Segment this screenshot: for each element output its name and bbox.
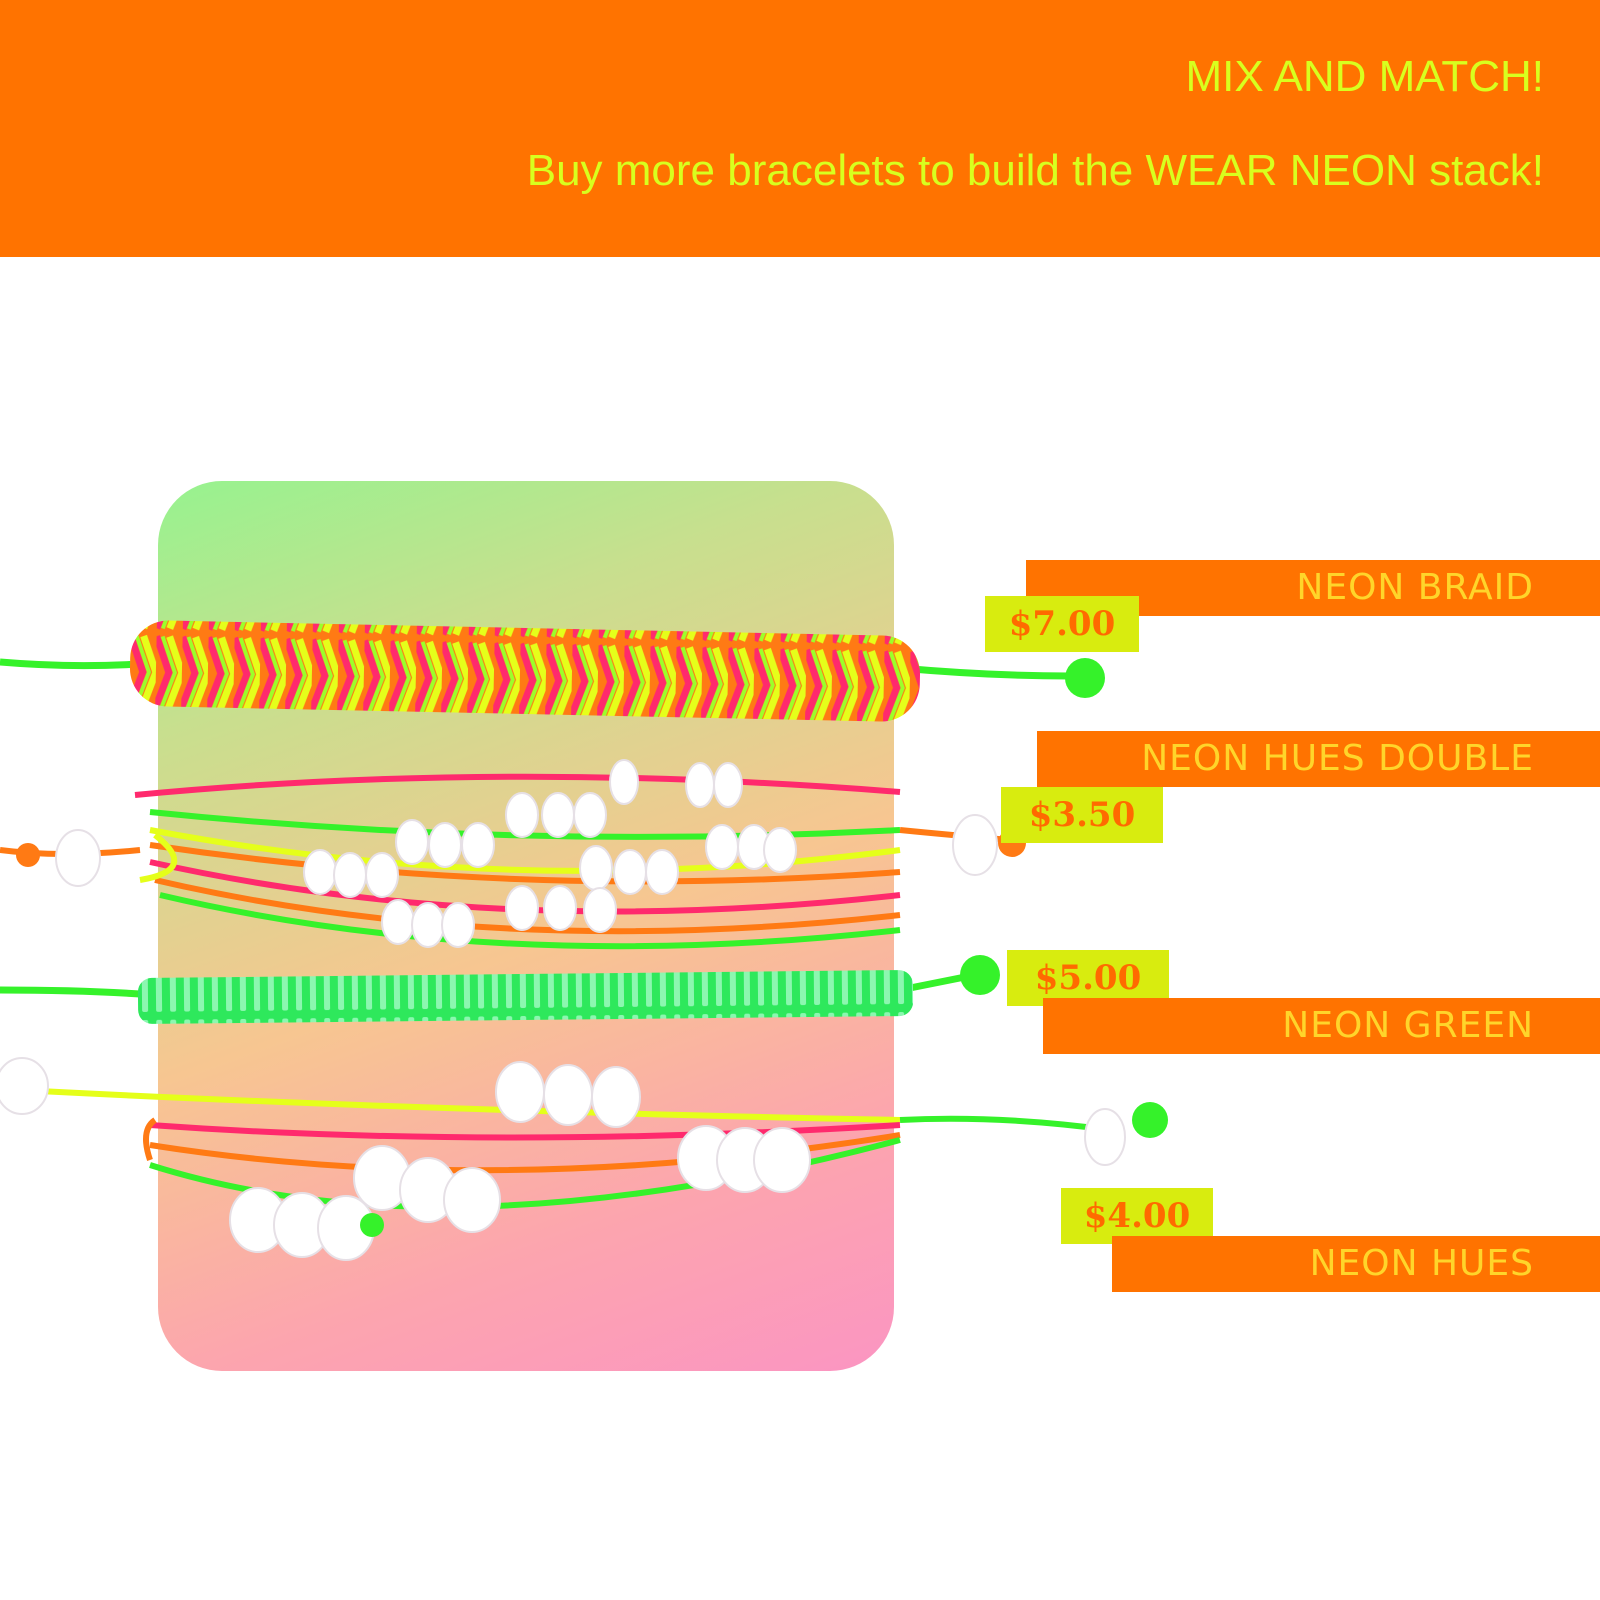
header-banner: MIX AND MATCH! Buy more bracelets to bui… — [0, 0, 1600, 257]
headline: MIX AND MATCH! — [1185, 52, 1544, 101]
product-name-neon-hues-double: NEON HUES DOUBLE — [1037, 731, 1600, 787]
price-tag-neon-braid: $7.00 — [985, 596, 1139, 652]
neon-hues-beads — [0, 1057, 1168, 1261]
product-name-neon-hues: NEON HUES — [1112, 1236, 1600, 1292]
price-tag-neon-green: $5.00 — [1007, 950, 1169, 1006]
neon-braid-bracelet — [0, 620, 1105, 722]
neon-green-bracelet — [0, 955, 1000, 1024]
subheadline: Buy more bracelets to build the WEAR NEO… — [526, 146, 1544, 195]
price-tag-neon-hues: $4.00 — [1061, 1188, 1213, 1244]
neon-hues-double-bracelet — [0, 773, 1011, 950]
product-name-neon-green: NEON GREEN — [1043, 998, 1600, 1054]
neon-hues-double-beads — [16, 759, 1026, 948]
price-tag-neon-hues-double: $3.50 — [1001, 787, 1163, 843]
